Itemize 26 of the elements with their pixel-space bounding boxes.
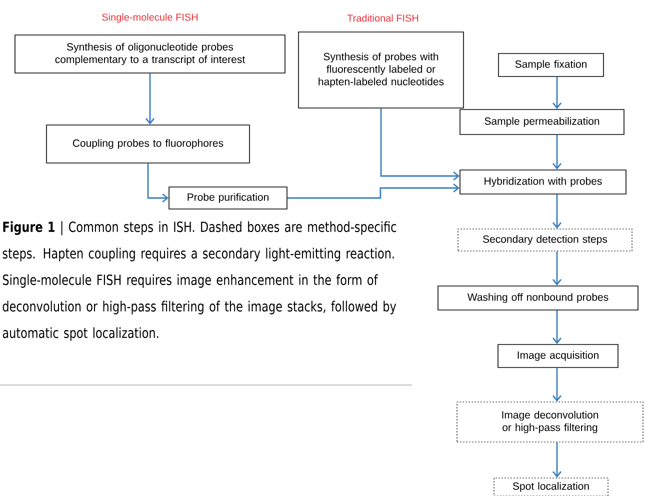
figure-caption: Figure 1 | Common steps in ISH. Dashed boxes are method-specific steps. Hapten coupling requires a secondary light-emitting reaction. Single-molecule FISH requires image enhancement in the form of deconvolution or high-pass filtering of the image stacks, followed by automatic spot localization. (2, 221, 396, 341)
arrow (552, 76, 562, 110)
step-box: Probe purification (168, 186, 288, 210)
dashed-step-box: Spot localization (494, 478, 608, 496)
dashed-step-box: Secondary detection steps (458, 228, 632, 252)
step-box: Sample fixation (498, 53, 604, 77)
dashed-step-box: Image deconvolution or high-pass filtering (456, 402, 644, 442)
arrow (145, 73, 155, 125)
method-heading: Traditional FISH (347, 14, 418, 22)
step-box: Image acquisition (498, 344, 618, 368)
arrow (552, 251, 562, 286)
step-box: Synthesis of oligonucleotide probes complementary to a transcript of interest (14, 34, 286, 74)
step-box: Coupling probes to fluorophores (46, 124, 250, 164)
arrow (552, 310, 562, 344)
arrow (380, 108, 460, 181)
arrow (552, 134, 562, 170)
method-heading: Single-molecule FISH (102, 13, 198, 23)
arrow (552, 368, 562, 402)
arrow (552, 194, 562, 229)
step-box: Washing off nonbound probes (438, 286, 638, 310)
step-box: Hybridization with probes (460, 170, 626, 194)
step-box: Sample permeabilization (460, 109, 624, 135)
arrow (287, 183, 460, 199)
step-box: Synthesis of probes with fluorescently labeled or hapten-labeled nucleotides (298, 32, 464, 108)
arrow (147, 163, 169, 203)
arrow (552, 442, 562, 478)
